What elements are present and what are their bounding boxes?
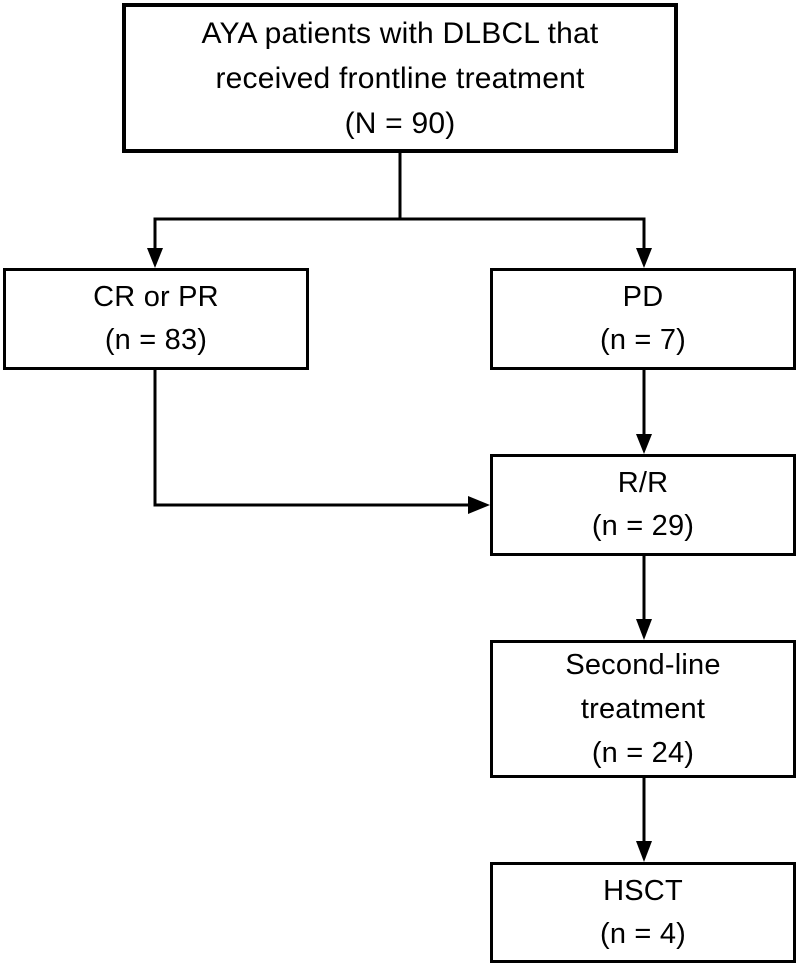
edge-crpr-to-rr	[153, 369, 490, 514]
node-frontline-treatment: AYA patients with DLBCL that received fr…	[122, 3, 678, 153]
node-text-line: R/R	[617, 467, 669, 499]
node-rr: R/R (n = 29)	[490, 454, 796, 556]
node-text-line: AYA patients with DLBCL that	[201, 16, 599, 50]
node-second-line-treatment: Second-line treatment (n = 24)	[490, 640, 796, 778]
node-text-line: (n = 4)	[599, 917, 687, 950]
edge-secondline-to-hsct	[636, 777, 652, 862]
arrow-down-icon	[636, 248, 652, 268]
node-text-line: Second-line	[565, 649, 721, 681]
node-text-line: PD	[622, 281, 664, 313]
node-text-line: treatment	[580, 693, 706, 725]
arrow-down-icon	[636, 619, 652, 640]
node-hsct: HSCT (n = 4)	[490, 862, 796, 963]
node-cr-or-pr: CR or PR (n = 83)	[3, 268, 309, 370]
arrow-down-icon	[147, 248, 163, 268]
edge-frontline-to-split	[147, 151, 652, 268]
edge-rr-to-secondline	[636, 555, 652, 640]
arrow-down-icon	[636, 434, 652, 454]
node-text-line: (n = 29)	[591, 510, 695, 542]
node-text-line: (n = 7)	[599, 324, 687, 356]
node-pd: PD (n = 7)	[490, 268, 796, 370]
node-text-line: received frontline treatment	[215, 61, 585, 95]
arrow-right-icon	[468, 496, 490, 514]
node-text-line: HSCT	[603, 874, 683, 907]
node-text-line: (N = 90)	[344, 106, 456, 140]
node-text-line: (n = 83)	[104, 324, 208, 356]
arrow-down-icon	[636, 841, 652, 862]
node-text-line: CR or PR	[93, 281, 219, 313]
node-text-line: (n = 24)	[591, 737, 695, 769]
edge-pd-to-rr	[636, 369, 652, 454]
